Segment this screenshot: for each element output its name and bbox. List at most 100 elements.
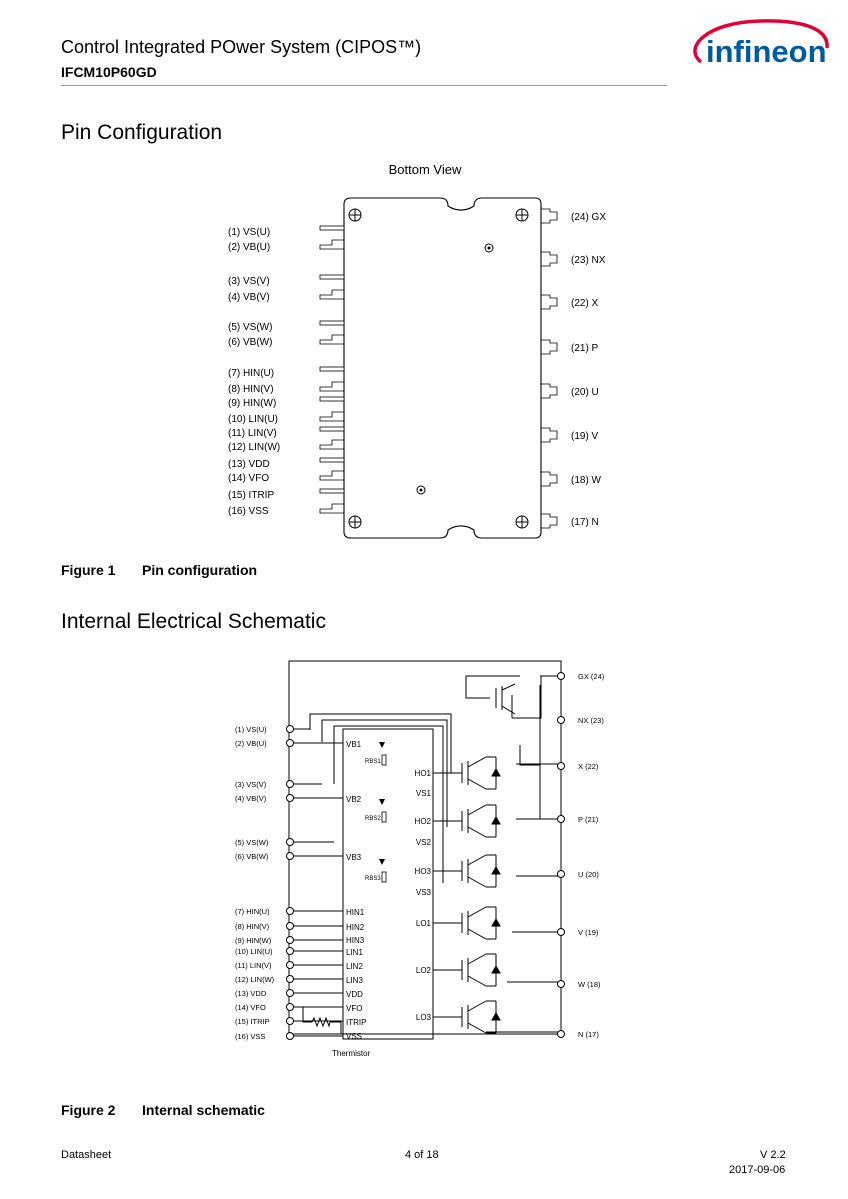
schematic-right-pin: N (17) [557, 1030, 599, 1039]
ic-input-label: HIN3 [346, 936, 365, 945]
schematic-left-pin-label: (13) VDD [235, 989, 267, 998]
left-pin-label: (4) VB(V) [228, 292, 270, 303]
ic-output-label: LO3 [416, 1013, 432, 1022]
schematic-right-pin: X (22) [557, 762, 599, 771]
schematic-left-pin: (9) HIN(W) [235, 936, 343, 945]
schematic-left-pin-label: (4) VB(V) [235, 794, 267, 803]
svg-text:infineon: infineon [706, 34, 827, 69]
figure1-caption-number: Figure 1 [61, 562, 116, 578]
ic-output-label: VS3 [416, 888, 432, 897]
package-outline [343, 197, 542, 539]
schematic-left-pin: (3) VS(V) [235, 780, 294, 789]
left-pin: (4) VB(V) [228, 289, 344, 303]
right-pin-label: (24) GX [571, 212, 606, 223]
schematic-left-pin-label: (2) VB(U) [235, 739, 267, 748]
bottom-view-label: Bottom View [389, 162, 462, 177]
schematic-left-pin-label: (1) VS(U) [235, 725, 267, 734]
schematic-left-pin: (14) VFO [235, 1003, 343, 1012]
ic-input-label: VSS [346, 1032, 362, 1041]
schematic-left-pin-label: (15) ITRIP [235, 1017, 270, 1026]
internal-schematic-heading: Internal Electrical Schematic [61, 610, 326, 633]
igbt-switch [433, 953, 501, 987]
igbt-switch [433, 804, 501, 838]
schematic-left-pin-label: (5) VS(W) [235, 838, 269, 847]
ic-input-label: VDD [346, 990, 363, 999]
left-pin: (7) HIN(U) [228, 366, 345, 379]
schematic-right-pin: P (21) [557, 815, 599, 824]
schematic-left-pin-label: (8) HIN(V) [235, 922, 270, 931]
schematic-left-pin: (7) HIN(U) [235, 907, 343, 916]
bootstrap-resistor-label: RBS1 [365, 759, 381, 765]
schematic-right-pin: W (18) [557, 980, 601, 989]
ic-output-label: LO2 [416, 966, 432, 975]
igbt-switch [433, 1000, 501, 1034]
right-pin-label: (19) V [571, 431, 599, 442]
left-pin-label: (10) LIN(U) [228, 414, 278, 425]
left-pin: (1) VS(U) [228, 225, 345, 238]
left-pin: (16) VSS [228, 503, 344, 517]
ic-input-label: VB2 [346, 795, 362, 804]
schematic-left-pin: (13) VDD [235, 989, 343, 998]
left-pin-label: (1) VS(U) [228, 227, 270, 238]
right-pin-label: (20) U [571, 387, 599, 398]
schematic-left-pin: (15) ITRIP [235, 1017, 343, 1026]
schematic-right-pin: GX (24) [557, 672, 605, 681]
schematic-left-pin-label: (16) VSS [235, 1032, 265, 1041]
ic-input-label: VB1 [346, 740, 362, 749]
right-pin: (21) P [541, 339, 599, 355]
schematic-left-pin-label: (3) VS(V) [235, 780, 267, 789]
left-pin: (11) LIN(V) [228, 426, 345, 439]
marker-dot [484, 243, 494, 253]
module-frame [288, 660, 562, 1035]
left-pin-label: (13) VDD [228, 459, 270, 470]
schematic-right-pin-label: P (21) [578, 815, 599, 824]
gate-driver-ic [342, 728, 434, 1040]
right-pin-label: (18) W [571, 475, 602, 486]
left-pin: (3) VS(V) [228, 274, 345, 287]
left-pin-label: (14) VFO [228, 473, 269, 484]
ic-output-label: HO2 [415, 817, 432, 826]
left-pin-label: (15) ITRIP [228, 490, 274, 501]
ic-output-label: VS1 [416, 789, 432, 798]
left-pin: (14) VFO [228, 470, 344, 484]
schematic-right-pin-label: U (20) [578, 870, 599, 879]
schematic-left-pin-label: (12) LIN(W) [235, 975, 275, 984]
ic-output-label: HO1 [415, 769, 432, 778]
part-number: IFCM10P60GD [61, 64, 157, 80]
left-pin-label: (11) LIN(V) [228, 428, 277, 439]
schematic-left-pin: (6) VB(W) [235, 852, 294, 861]
header-divider [61, 85, 667, 86]
thermistor-label: Thermistor [332, 1049, 371, 1058]
bootstrap-resistor-label: RBS2 [365, 816, 381, 822]
schematic-left-pin: (12) LIN(W) [235, 975, 343, 984]
footer-version: V 2.2 [760, 1149, 786, 1161]
figure2-caption-number: Figure 2 [61, 1102, 116, 1118]
schematic-left-pin-label: (14) VFO [235, 1003, 266, 1012]
footer-doc-type: Datasheet [61, 1149, 112, 1161]
ic-output-label: HO3 [415, 867, 432, 876]
right-pin-label: (23) NX [571, 255, 606, 266]
igbt-switch [433, 906, 501, 940]
left-pin-label: (3) VS(V) [228, 276, 270, 287]
left-pin: (8) HIN(V) [228, 381, 344, 395]
left-pin: (2) VB(U) [228, 239, 344, 253]
igbt-switch [433, 756, 501, 790]
right-pin: (17) N [541, 513, 599, 529]
ic-input-label: VB3 [346, 853, 362, 862]
bootstrap-resistor-label: RBS3 [365, 876, 381, 882]
right-pin: (22) X [541, 294, 599, 310]
left-pin: (15) ITRIP [228, 488, 345, 501]
pin-configuration-figure: Bottom View (1) VS(U)(2) VB(U) (3) VS(V) (… [61, 162, 606, 578]
mounting-hole [515, 515, 529, 529]
schematic-right-pin-label: NX (23) [578, 716, 604, 725]
left-pin: (5) VS(W) [228, 320, 345, 333]
schematic-right-pin-label: X (22) [578, 762, 599, 771]
schematic-right-pin: NX (23) [557, 716, 604, 725]
right-pin: (20) U [541, 383, 599, 399]
schematic-left-pin: (4) VB(V) [235, 794, 294, 803]
right-pin: (19) V [541, 427, 599, 443]
schematic-left-pin-label: (9) HIN(W) [235, 936, 272, 945]
ic-input-label: HIN2 [346, 923, 365, 932]
schematic-right-pin-label: GX (24) [578, 672, 605, 681]
left-pin-label: (12) LIN(W) [228, 442, 280, 453]
